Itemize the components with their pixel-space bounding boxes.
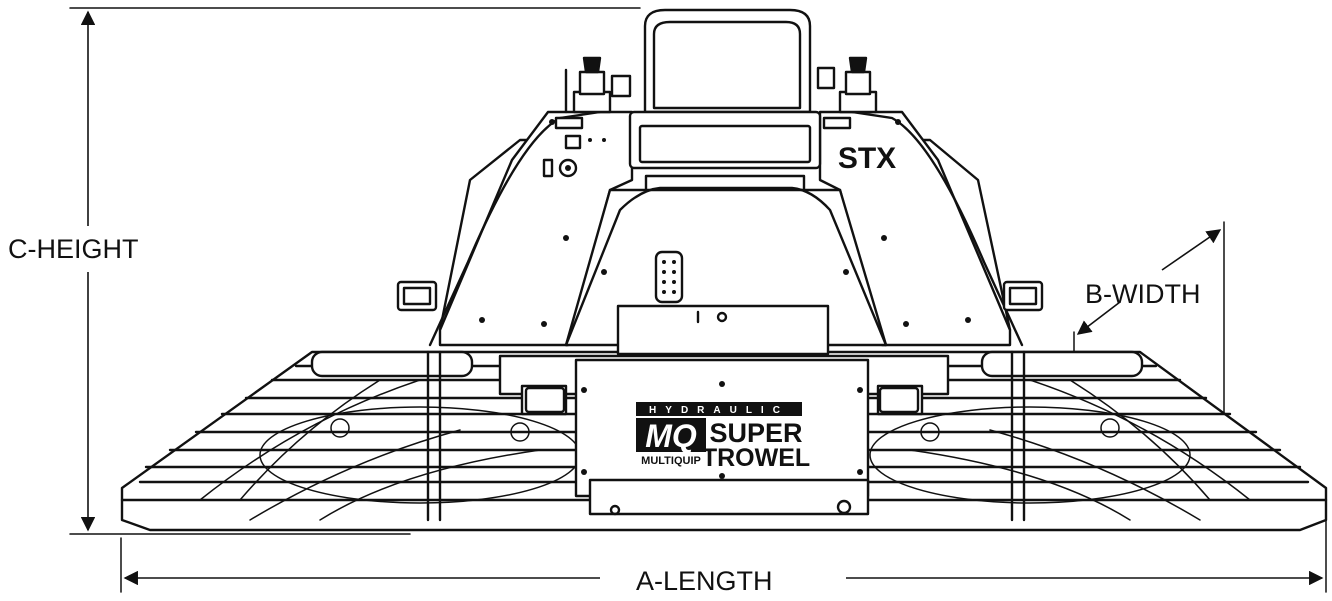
length-dimension: A-LENGTH [120,499,1327,596]
height-dimension: C-HEIGHT [8,7,641,535]
work-lights [396,280,1044,414]
logo-company: MULTIQUIP [641,455,701,467]
length-label: A-LENGTH [636,566,773,596]
base-frame [426,350,1026,522]
multiquip-logo: HYDRAULIC MQ MULTIQUIP SUPER TROWEL [636,402,810,472]
logo-word-super: SUPER [709,418,802,448]
right-joystick [816,56,878,114]
width-dimension: B-WIDTH [1073,221,1225,529]
logo-banner: HYDRAULIC [649,405,789,416]
model-badge: STX [838,142,896,175]
left-joystick [564,56,632,114]
operator-seat [628,8,822,170]
logo-mark: MQ [645,418,697,454]
logo-word-trowel: TROWEL [702,444,810,472]
height-label: C-HEIGHT [8,234,139,264]
width-label: B-WIDTH [1085,279,1200,309]
machine-body: STX [428,110,1024,356]
